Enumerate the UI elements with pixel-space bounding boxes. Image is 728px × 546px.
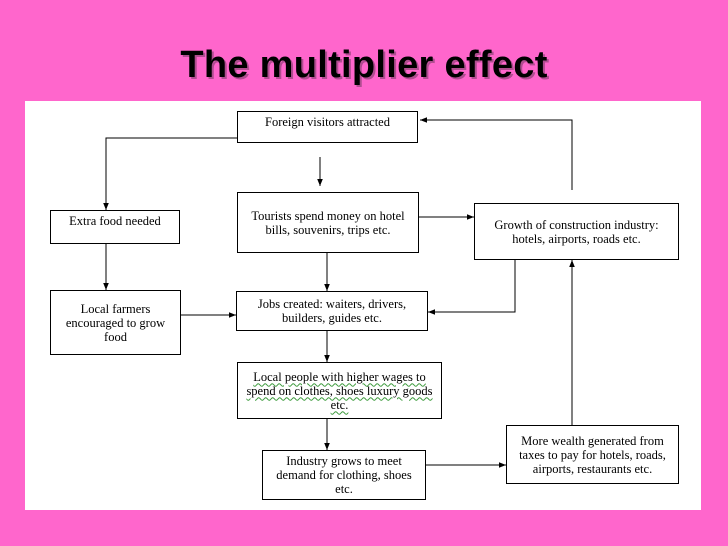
arrow-construction-to-foreign [420, 117, 573, 190]
box-construction: Growth of construction industry: hotels,… [474, 203, 679, 260]
box-tourists-spend: Tourists spend money on hotel bills, sou… [237, 192, 419, 253]
box-local-people: Local people with higher wages to spend … [237, 362, 442, 419]
box-jobs-created: Jobs created: waiters, drivers, builders… [236, 291, 428, 331]
arrow-foreign-to-food [103, 137, 238, 210]
box-extra-food: Extra food needed [50, 210, 180, 244]
box-foreign-visitors: Foreign visitors attracted [237, 111, 418, 143]
arrow-construction-to-jobs [428, 260, 516, 315]
slide-title: The multiplier effect [180, 44, 548, 86]
box-more-wealth: More wealth generated from taxes to pay … [506, 425, 679, 484]
box-local-farmers: Local farmers encouraged to grow food [50, 290, 181, 355]
box-industry-grows: Industry grows to meet demand for clothi… [262, 450, 426, 500]
